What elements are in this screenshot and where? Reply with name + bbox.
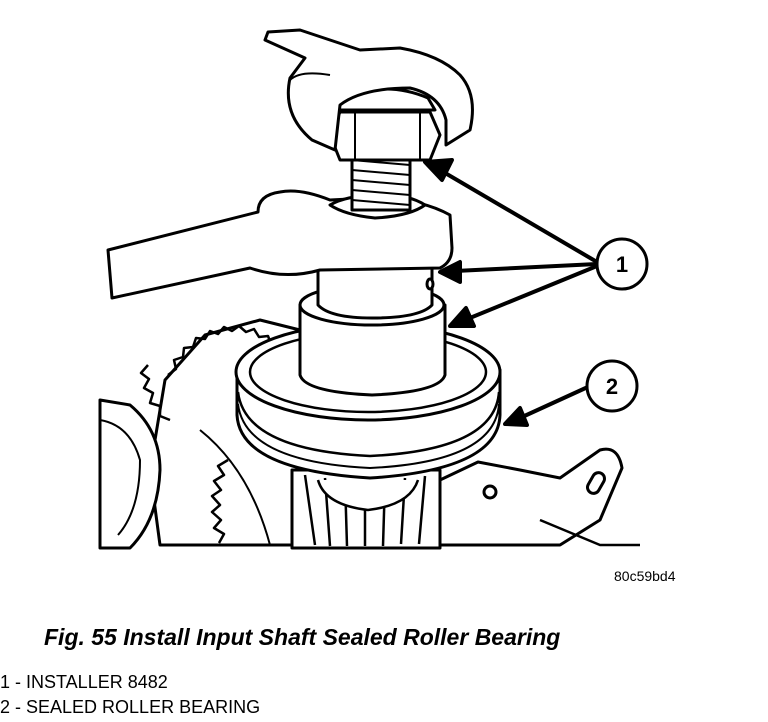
upper-wrench — [263, 28, 474, 152]
legend-item-1: 1 - INSTALLER 8482 — [0, 672, 168, 692]
installer-tool — [298, 253, 447, 397]
figure-caption: Fig. 55 Install Input Shaft Sealed Rolle… — [44, 624, 561, 650]
drawing-code: 80c59bd4 — [614, 568, 676, 584]
legend-item-2: 2 - SEALED ROLLER BEARING — [0, 697, 261, 717]
legend: 1 - INSTALLER 8482 2 - SEALED ROLLER BEA… — [0, 670, 260, 720]
bearing-installation-illustration: 1 2 — [98, 28, 649, 550]
callout-1-number: 1 — [616, 252, 628, 277]
callout-1: 1 — [595, 237, 649, 291]
mounting-bracket — [438, 447, 640, 547]
left-housing — [98, 398, 162, 550]
callout-2-number: 2 — [606, 374, 618, 399]
callout-arrows — [423, 158, 599, 427]
callout-2: 2 — [585, 359, 639, 413]
